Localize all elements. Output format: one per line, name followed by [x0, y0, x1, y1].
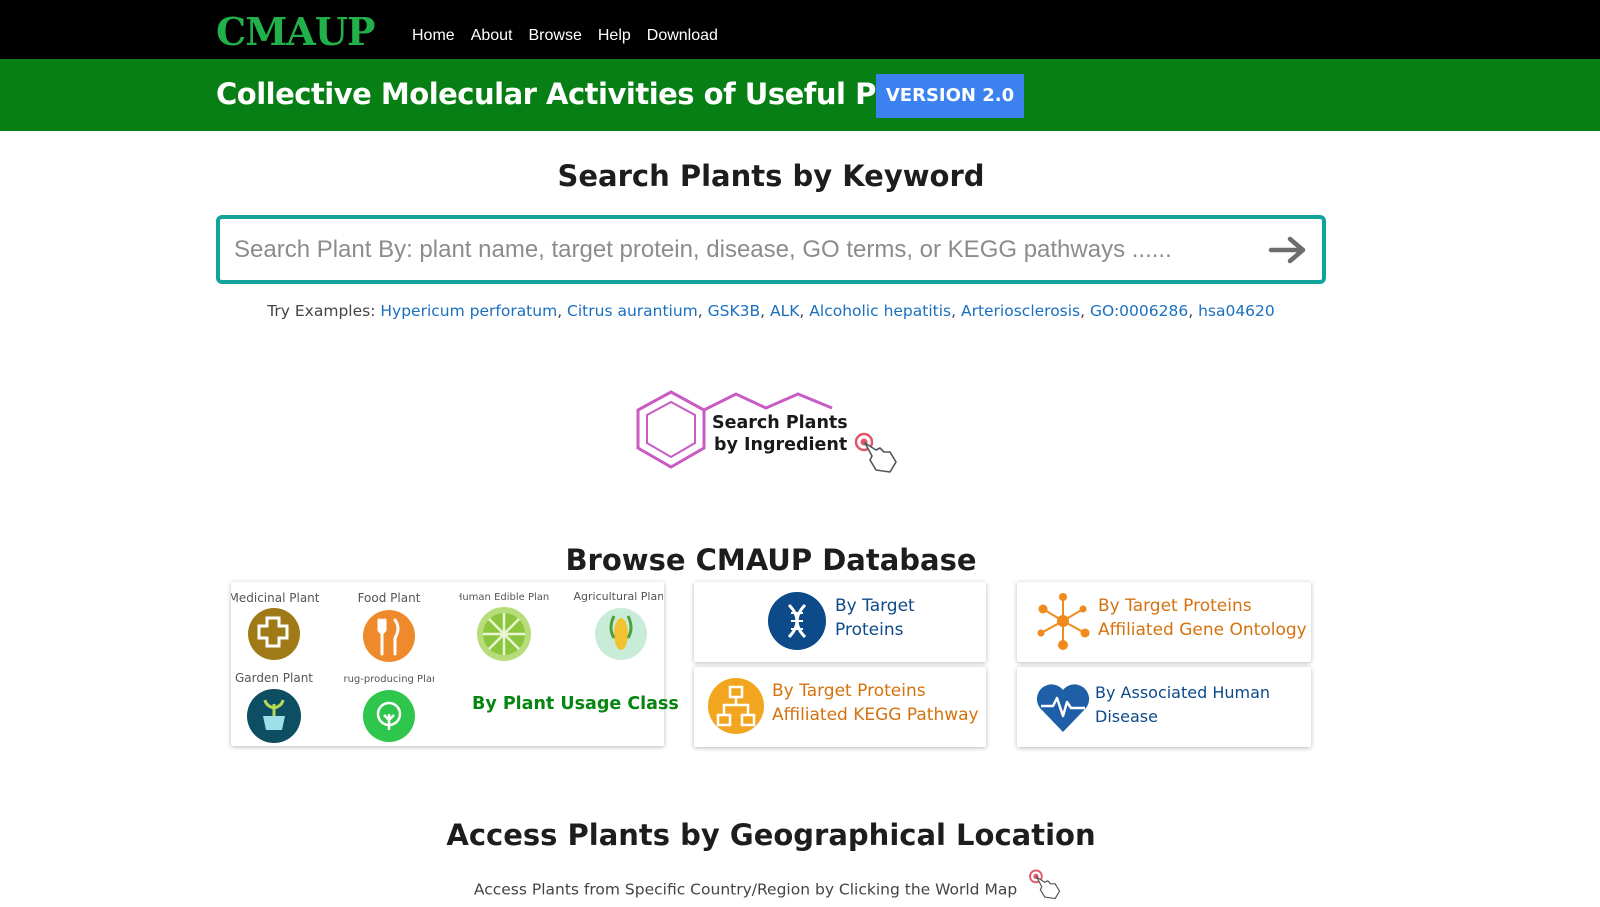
- food-plant-badge[interactable]: Food Plant: [344, 588, 434, 664]
- badge-label: Drug-producing Plant: [344, 674, 434, 685]
- click-hand-icon: [854, 432, 897, 473]
- human-edible-plant-badge[interactable]: Human Edible Plant: [459, 588, 549, 664]
- plant-usage-class-card[interactable]: Medicinal Plant Food Plant Human Edible …: [231, 582, 679, 746]
- browse-heading: Browse CMAUP Database: [565, 543, 977, 577]
- ingredient-line-1: Search Plants: [712, 413, 848, 433]
- examples-label: Try Examples:: [267, 302, 376, 320]
- nav-home[interactable]: Home: [412, 27, 455, 44]
- geo-heading: Access Plants by Geographical Location: [446, 818, 1096, 852]
- plant-usage-class-label: By Plant Usage Class: [472, 694, 679, 714]
- human-disease-card[interactable]: By Associated Human Disease: [1017, 667, 1311, 747]
- label-line: Affiliated Gene Ontology: [1098, 620, 1307, 640]
- corn-icon: Agricultural Plant: [574, 590, 663, 660]
- badge-label: Food Plant: [358, 591, 421, 605]
- search-input[interactable]: [234, 231, 1244, 269]
- kegg-pathway-card[interactable]: By Target Proteins Affiliated KEGG Pathw…: [694, 667, 986, 747]
- site-logo[interactable]: CMAUP: [216, 9, 376, 54]
- title-banner: [0, 59, 1600, 131]
- pathway-icon: [708, 678, 764, 734]
- network-icon: [1037, 593, 1090, 650]
- main-nav: Home About Browse Help Download: [412, 24, 718, 48]
- badge-label: Human Edible Plant: [459, 592, 549, 603]
- label-line: Affiliated KEGG Pathway: [772, 705, 979, 725]
- molecule-icon: [636, 390, 833, 469]
- nav-about[interactable]: About: [470, 27, 513, 44]
- geo-subtext-label: Access Plants from Specific Country/Regi…: [473, 880, 1018, 899]
- label-line: By Target Proteins: [1098, 596, 1252, 616]
- target-proteins-label: By Target Proteins: [835, 594, 915, 642]
- example-link[interactable]: Citrus aurantium: [567, 302, 698, 320]
- search-box: [216, 215, 1326, 284]
- label-line: By Associated Human: [1095, 683, 1271, 702]
- example-link[interactable]: hsa04620: [1198, 302, 1275, 320]
- search-by-ingredient-link[interactable]: Search Plants by Ingredient: [636, 388, 906, 478]
- medicinal-plant-badge[interactable]: Medicinal Plant: [231, 588, 321, 664]
- drug-producing-plant-badge[interactable]: Drug-producing Plant: [344, 670, 434, 746]
- ingredient-label: Search Plants by Ingredient: [712, 412, 848, 456]
- badge-label: Medicinal Plant: [231, 591, 320, 605]
- agricultural-plant-badge[interactable]: Agricultural Plant: [573, 588, 663, 664]
- food-plant-icon: Food Plant: [358, 591, 421, 662]
- drug-plant-icon: Drug-producing Plant: [344, 674, 434, 742]
- example-link[interactable]: Hypericum perforatum: [380, 302, 558, 320]
- garden-plant-badge[interactable]: Garden Plant: [231, 670, 321, 746]
- label-line: Proteins: [835, 620, 904, 640]
- label-line: By Target: [835, 596, 915, 616]
- example-link[interactable]: Arteriosclerosis: [960, 302, 1081, 320]
- nav-browse[interactable]: Browse: [528, 27, 582, 44]
- ingredient-line-2: by Ingredient: [714, 435, 848, 455]
- label-line: By Target Proteins: [772, 681, 926, 701]
- version-badge: VERSION 2.0: [876, 74, 1024, 118]
- human-disease-label: By Associated Human Disease: [1095, 681, 1270, 729]
- label-line: Disease: [1095, 707, 1158, 726]
- gene-ontology-label: By Target Proteins Affiliated Gene Ontol…: [1098, 594, 1307, 642]
- badge-label: Garden Plant: [235, 671, 313, 685]
- example-link[interactable]: Alcoholic hepatitis: [809, 302, 952, 320]
- click-hand-icon[interactable]: [1026, 869, 1068, 903]
- top-navbar: CMAUP Home About Browse Help Download: [0, 0, 1600, 59]
- garden-plant-icon: Garden Plant: [235, 671, 313, 743]
- nav-download[interactable]: Download: [646, 27, 718, 44]
- heart-pulse-icon: [1036, 684, 1090, 732]
- lime-icon: Human Edible Plant: [459, 592, 549, 661]
- example-link[interactable]: GSK3B: [707, 302, 761, 320]
- search-examples: Try Examples: Hypericum perforatum, Citr…: [267, 302, 1275, 320]
- site-title: Collective Molecular Activities of Usefu…: [216, 77, 955, 111]
- kegg-pathway-label: By Target Proteins Affiliated KEGG Pathw…: [772, 679, 979, 727]
- medicinal-plant-icon: Medicinal Plant: [231, 591, 320, 660]
- arrow-right-icon[interactable]: [1268, 233, 1308, 267]
- search-heading: Search Plants by Keyword: [557, 159, 985, 193]
- example-link[interactable]: ALK: [770, 302, 800, 320]
- dna-icon: [768, 592, 826, 650]
- target-proteins-card[interactable]: By Target Proteins: [694, 582, 986, 662]
- geo-subtext: Access Plants from Specific Country/Regi…: [0, 869, 1542, 907]
- nav-help[interactable]: Help: [597, 27, 631, 44]
- badge-label: Agricultural Plant: [574, 590, 663, 603]
- gene-ontology-card[interactable]: By Target Proteins Affiliated Gene Ontol…: [1017, 582, 1311, 662]
- example-link[interactable]: GO:0006286: [1090, 302, 1189, 320]
